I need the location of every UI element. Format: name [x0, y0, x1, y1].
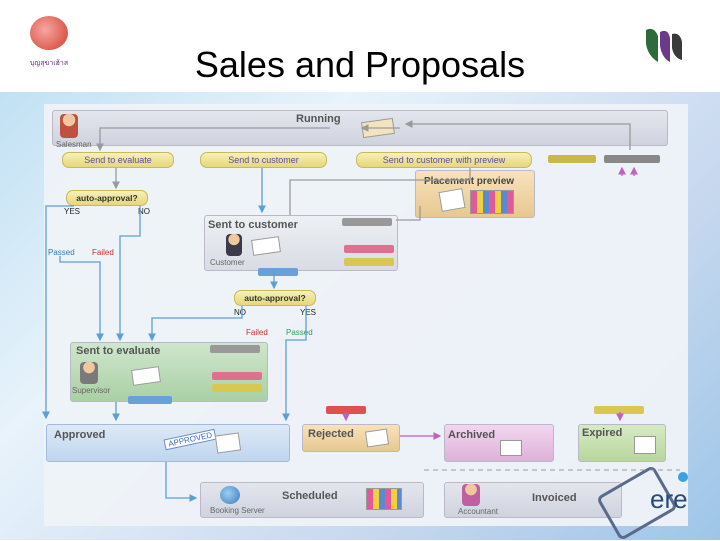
- brand-text: ere: [650, 484, 688, 514]
- brand-dot-icon: [678, 472, 688, 482]
- logo-mark-icon: [30, 16, 68, 50]
- supervisor-avatar-icon: [80, 362, 98, 384]
- yes-label-1: YES: [64, 207, 81, 216]
- scheduled-label: Scheduled: [282, 490, 338, 502]
- failed-label-1: Failed: [92, 248, 114, 257]
- archived-document-icon: [500, 440, 522, 456]
- auto-approval-decision-1: auto-approval?: [66, 190, 148, 206]
- brand-logo-icon: [640, 22, 688, 66]
- failed-label-2: Failed: [246, 328, 268, 337]
- yes-label-2: YES: [300, 308, 317, 317]
- customer-label: Customer: [210, 258, 245, 267]
- no-label-2: NO: [234, 308, 246, 317]
- sent-to-customer-label: Sent to customer: [208, 219, 298, 231]
- invoiced-label: Invoiced: [532, 492, 577, 504]
- evaluate-tag-blue: [128, 396, 172, 404]
- passed-label-1: Passed: [48, 248, 75, 257]
- evaluate-tag-red: [212, 372, 262, 380]
- rejected-tag: [326, 406, 366, 414]
- expired-tag: [594, 406, 644, 414]
- running-tag-2: [604, 155, 660, 163]
- salesman-avatar-icon: [60, 114, 78, 138]
- auto-approval-decision-2: auto-approval?: [234, 290, 316, 306]
- company-logo: บุญสุขาเฮ้าส: [20, 14, 78, 76]
- customer-tag-blue: [258, 268, 298, 276]
- customer-tag-red: [344, 245, 394, 253]
- customer-tag-yellow: [344, 258, 394, 266]
- customer-avatar-icon: [226, 234, 242, 256]
- rejected-label: Rejected: [308, 428, 354, 440]
- accountant-avatar-icon: [462, 484, 480, 506]
- no-label-1: NO: [138, 207, 150, 216]
- expired-label: Expired: [582, 427, 623, 439]
- send-to-evaluate-action[interactable]: Send to evaluate: [62, 152, 174, 168]
- passed-label-2: Passed: [286, 328, 313, 337]
- running-label: Running: [296, 113, 341, 125]
- send-to-customer-preview-action[interactable]: Send to customer with preview: [356, 152, 532, 168]
- evaluate-tag-yellow: [212, 384, 262, 392]
- archived-state: [444, 424, 554, 462]
- evaluate-tag-gray: [210, 345, 260, 353]
- accountant-label: Accountant: [458, 507, 499, 516]
- supervisor-label: Supervisor: [72, 386, 111, 395]
- approved-label: Approved: [54, 429, 106, 441]
- placement-preview-label: Placement preview: [424, 176, 515, 187]
- header-band: [0, 0, 720, 92]
- booking-server-icon: [220, 486, 240, 504]
- booking-server-label: Booking Server: [210, 506, 265, 515]
- running-tag-1: [548, 155, 596, 163]
- salesman-label: Salesman: [56, 140, 92, 149]
- sent-to-evaluate-label: Sent to evaluate: [76, 345, 161, 357]
- scheduled-grid-icon: [366, 488, 402, 510]
- expired-calendar-icon: [634, 436, 656, 454]
- logo-caption: บุญสุขาเฮ้าส: [29, 60, 69, 67]
- customer-tag-gray: [342, 218, 392, 226]
- page-title: Sales and Proposals: [194, 44, 526, 85]
- placement-grid-icon: [470, 190, 514, 214]
- archived-label: Archived: [448, 429, 496, 441]
- send-to-customer-action[interactable]: Send to customer: [200, 152, 327, 168]
